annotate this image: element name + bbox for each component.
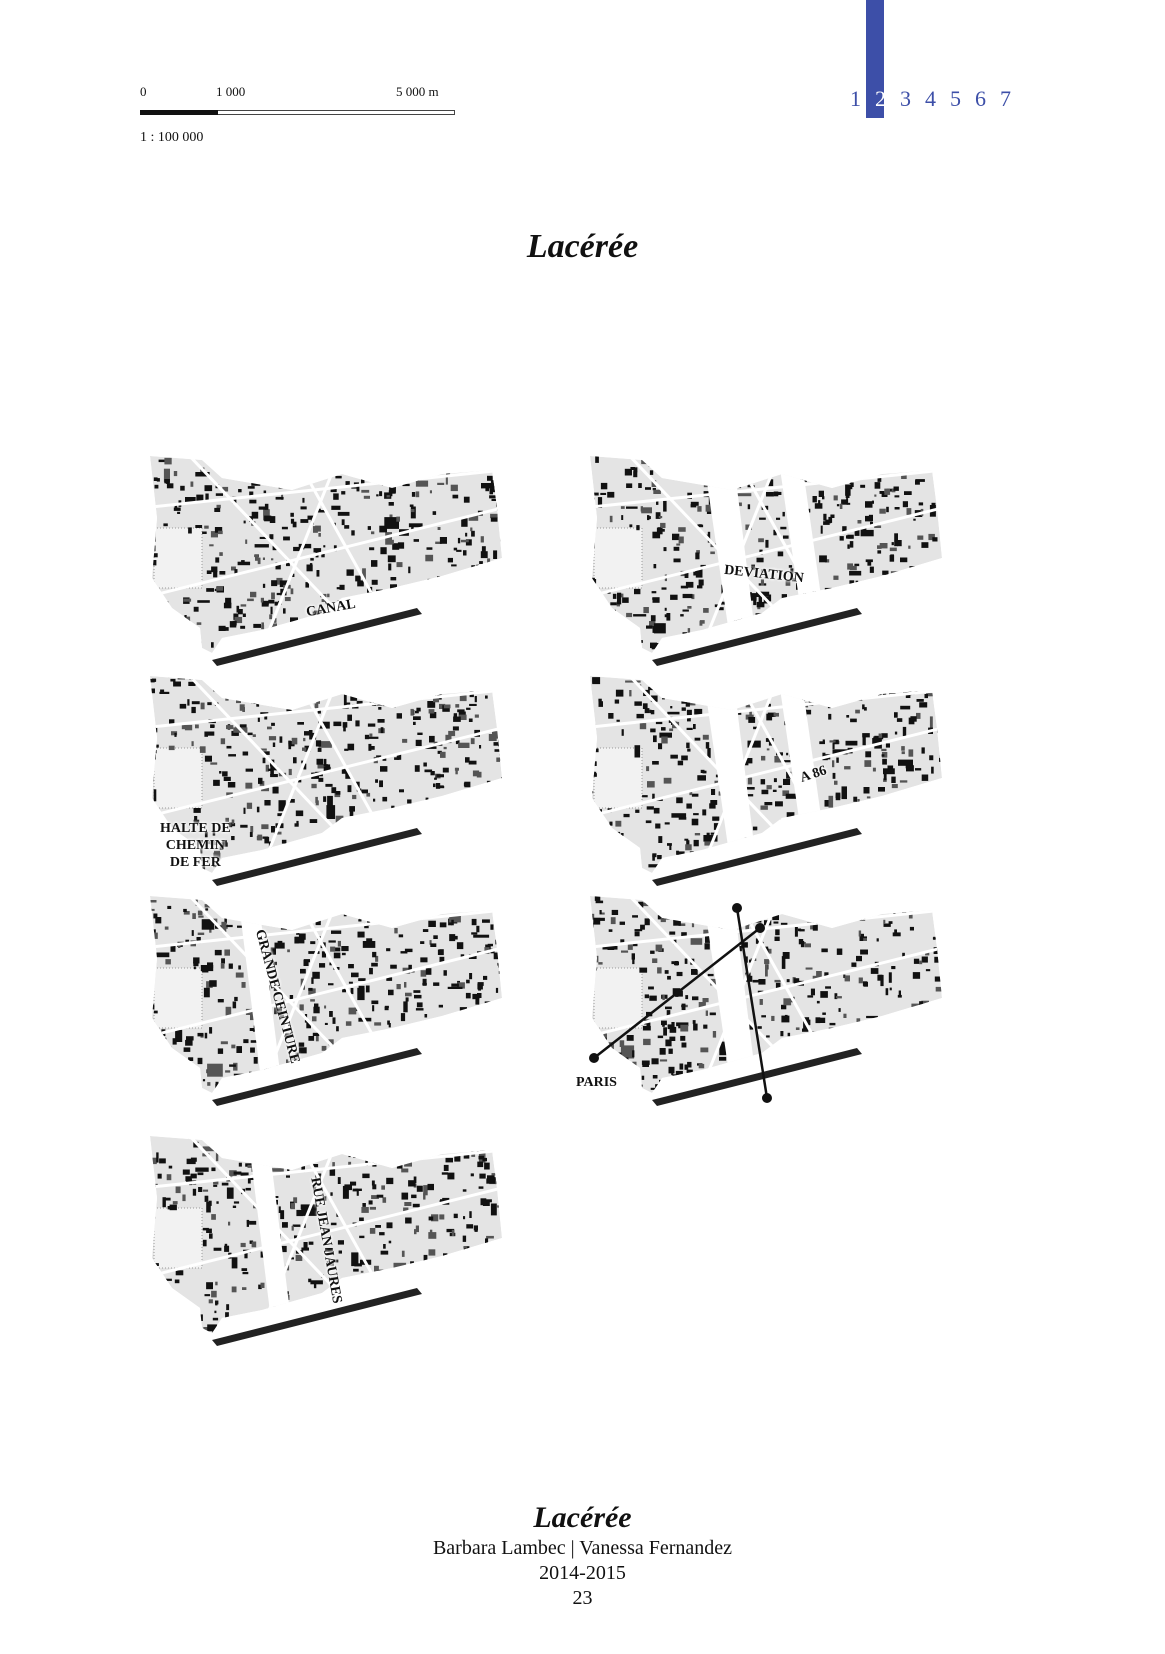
- chapter-link-3[interactable]: 3: [900, 86, 911, 111]
- scale-label-1000: 1 000: [216, 84, 246, 99]
- map-rue-jean-jaures: RUE JEAN JAURES: [142, 1128, 542, 1368]
- map-a86-image: [590, 676, 942, 886]
- map-halte-de-chemin-de-fer: HALTE DE CHEMIN DE FER: [142, 668, 542, 908]
- map-canal: CANAL: [142, 448, 542, 688]
- footer-title: Lacérée: [533, 1501, 632, 1534]
- map-rue-jean-jaures-image: [150, 1136, 502, 1346]
- chapter-tab-marker: [866, 0, 884, 118]
- page-title: Lacérée: [526, 228, 639, 265]
- map-deviation-image: [590, 456, 942, 666]
- chapter-link-1[interactable]: 1: [850, 86, 861, 111]
- map-halte-image: [150, 676, 502, 886]
- chapter-link-2[interactable]: 2: [875, 86, 886, 111]
- chapter-nav: 1 2 3 4 5 6 7: [843, 86, 1018, 112]
- map-a86: A 86: [582, 668, 982, 908]
- footer-page-number: 23: [572, 1587, 593, 1609]
- footer-authors: Barbara Lambec | Vanessa Fernandez: [432, 1537, 733, 1559]
- map-paris: PARIS: [576, 888, 982, 1128]
- chapter-link-7[interactable]: 7: [1000, 86, 1011, 111]
- map-paris-image: [589, 896, 942, 1106]
- chapter-link-5[interactable]: 5: [950, 86, 961, 111]
- footer-years: 2014-2015: [539, 1562, 626, 1584]
- map-grande-ceinture-image: [150, 896, 502, 1106]
- map-deviation: DEVIATION: [582, 448, 982, 688]
- chapter-link-6[interactable]: 6: [975, 86, 986, 111]
- scale-label-0: 0: [140, 84, 147, 99]
- scale-ratio: 1 : 100 000: [140, 130, 204, 145]
- scale-bar-fill: [140, 110, 218, 115]
- map-grande-ceinture: GRANDE CEINTURE: [142, 888, 542, 1128]
- scale-label-5000: 5 000 m: [396, 84, 439, 99]
- chapter-link-4[interactable]: 4: [925, 86, 936, 111]
- page-footer: Lacérée Barbara Lambec | Vanessa Fernand…: [0, 1500, 1165, 1611]
- scale-bar: 0 1 000 5 000 m 1 : 100 000: [140, 82, 460, 152]
- map-canal-image: [150, 456, 502, 666]
- map-label-halte: HALTE DE CHEMIN DE FER: [160, 821, 231, 870]
- map-label-paris: PARIS: [576, 1075, 617, 1090]
